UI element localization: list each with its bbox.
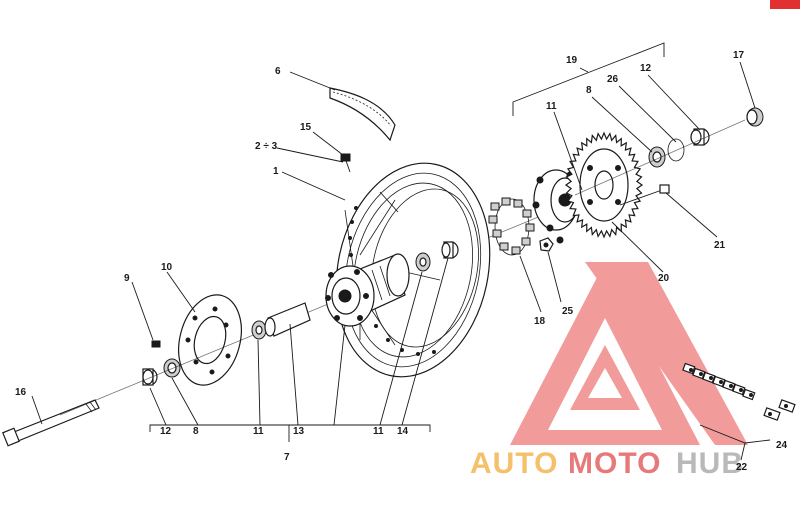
circlip-26: [667, 138, 685, 162]
brake-disc: [178, 294, 242, 386]
callout-9: 9: [124, 273, 130, 284]
callout-11-right: 11: [546, 101, 557, 112]
spacer-left: [142, 368, 158, 386]
bearing-8-left: [163, 358, 181, 378]
bolt-9: [151, 340, 161, 348]
callout-8-left: 8: [193, 426, 199, 437]
axle: [2, 399, 100, 447]
callout-6: 6: [275, 66, 281, 77]
callout-13: 13: [293, 426, 305, 437]
tyre-valve: [340, 153, 399, 213]
leader-lines: [31, 42, 771, 461]
callout-25: 25: [562, 306, 574, 317]
watermark-wordmark: AUTO MOTO HUB: [470, 447, 744, 480]
callout-1: 1: [273, 166, 279, 177]
callout-7: 7: [284, 452, 290, 463]
spacer-13: [264, 302, 311, 337]
wheel-hub: [325, 253, 410, 327]
callout-26: 26: [607, 74, 619, 85]
callout-18: 18: [534, 316, 546, 327]
callout-12-left: 12: [160, 426, 172, 437]
callout-21: 21: [714, 240, 726, 251]
axle-nut-17: [746, 107, 764, 127]
callout-15: 15: [300, 122, 312, 133]
cush-drive-rubbers: [488, 197, 535, 256]
spacer-14: [441, 241, 459, 259]
chain-master-link: [763, 399, 796, 421]
rear-sprocket: [564, 131, 644, 239]
callout-11-mid: 11: [373, 426, 384, 437]
callout-labels: 6 15 2 ÷ 3 1 10 9 16 12 8 11 13 7 11 14 …: [15, 50, 788, 473]
callout-8-right: 8: [586, 85, 592, 96]
wheel-rim: [335, 162, 491, 378]
drive-chain: [682, 362, 756, 401]
callout-17: 17: [733, 50, 745, 61]
bearing-11-right: [415, 252, 431, 272]
callout-20: 20: [658, 273, 670, 284]
callout-24: 24: [776, 440, 788, 451]
bolt-21: [619, 184, 670, 206]
callout-12-right: 12: [640, 63, 652, 74]
watermark-hub: HUB: [676, 447, 744, 480]
corner-tag: [770, 0, 800, 9]
nut-25: [539, 237, 554, 252]
callout-22: 22: [736, 462, 748, 473]
watermark-moto: MOTO: [568, 447, 661, 480]
callout-14: 14: [397, 426, 409, 437]
mudguard-strip: [329, 87, 396, 142]
callout-2-3: 2 ÷ 3: [255, 141, 278, 152]
callout-11-left: 11: [253, 426, 264, 437]
spacer-right: [690, 128, 710, 146]
callout-19: 19: [566, 55, 578, 66]
bearing-8-right: [648, 146, 666, 168]
bearing-11-left: [251, 320, 267, 340]
watermark-logo: [510, 262, 748, 445]
callout-10: 10: [161, 262, 173, 273]
callout-16: 16: [15, 387, 27, 398]
watermark-auto: AUTO: [470, 447, 558, 480]
